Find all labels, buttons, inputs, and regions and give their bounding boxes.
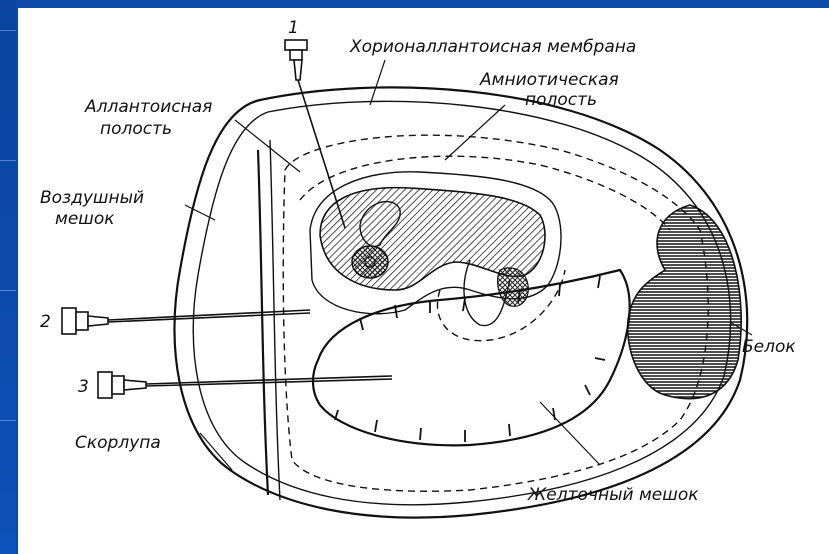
needle-1 [285,40,345,228]
yolk-sac-villi [335,276,605,442]
needle-1-label: 1 [288,18,299,38]
amniotic-cavity-label-line2: полость [525,90,597,110]
yolk-sac-label: Желточный мешок [527,485,699,505]
albumen [628,205,742,399]
yolk-sac [313,270,630,445]
needle-2 [62,308,310,334]
shell-label: Скорлупа [75,433,161,453]
needle-2-label: 2 [40,312,51,332]
air-sac-boundary [258,150,268,495]
air-sac-label-line2: мешок [55,209,115,229]
amniotic-cavity-label-line1: Амниотическая [479,70,619,90]
embryo-eye [352,246,388,278]
allantoic-cavity-label-line2: полость [100,119,172,139]
yolk-stalk-dots [498,268,529,306]
albumen-label: Белок [742,337,796,357]
allantoic-cavity-label-line1: Аллантоисная [84,97,212,117]
needle-3 [98,372,392,398]
air-sac-boundary-inner [270,140,280,500]
air-sac-label-line1: Воздушный [40,188,144,208]
chorioallantoic-membrane-label: Хорионаллантоисная мембрана [349,37,636,57]
needle-3-label: 3 [78,377,89,397]
